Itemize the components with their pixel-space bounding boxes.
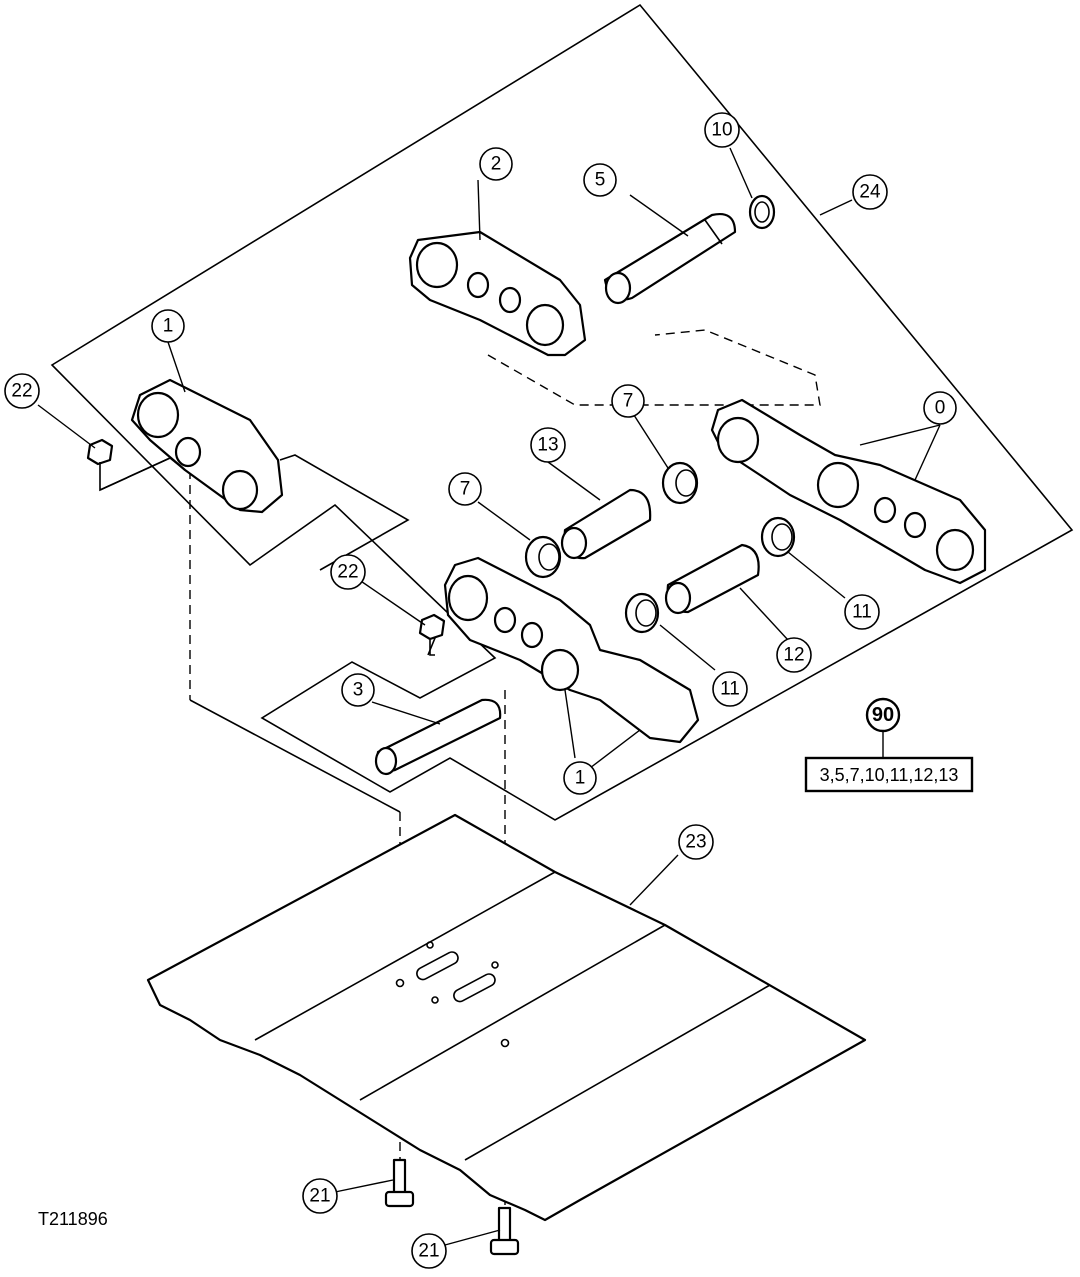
callout-90-kit: 90 <box>865 697 901 733</box>
leader-lines <box>37 147 941 1246</box>
track-link-part-0 <box>710 398 987 585</box>
svg-text:7: 7 <box>460 479 471 500</box>
svg-text:13: 13 <box>537 435 558 456</box>
svg-text:90: 90 <box>872 704 894 726</box>
kit-contents-box <box>804 756 974 793</box>
callout-24: 24 <box>852 174 888 210</box>
svg-text:12: 12 <box>783 645 804 666</box>
nut-part-22-upper <box>86 438 114 466</box>
callout-2: 2 <box>479 147 513 181</box>
track-link-part-1-upper <box>130 378 284 514</box>
bushing-part-13 <box>560 488 652 560</box>
callout-12: 12 <box>776 637 812 673</box>
kit-contents-text: 3,5,7,10,11,12,13 <box>820 765 959 785</box>
assembly-boundary <box>50 3 1074 821</box>
guide-line-left-bend <box>189 699 401 813</box>
svg-text:21: 21 <box>309 1186 330 1207</box>
track-link-part-1-lower <box>443 556 700 744</box>
track-shoe-part-23 <box>146 813 867 1222</box>
svg-text:1: 1 <box>163 316 174 337</box>
callout-21-left: 21 <box>302 1178 338 1214</box>
svg-text:3: 3 <box>353 680 364 701</box>
nut-part-22-lower <box>418 613 446 641</box>
ring-part-11-left <box>624 592 660 634</box>
bolt-part-21-right <box>489 1206 520 1256</box>
bolt-part-21-left <box>384 1158 415 1208</box>
callout-11-right: 11 <box>844 594 880 630</box>
callout-3: 3 <box>341 673 375 707</box>
svg-text:11: 11 <box>852 602 872 623</box>
callout-0: 0 <box>923 391 957 425</box>
callout-22-lower: 22 <box>330 554 366 590</box>
track-link-part-2 <box>408 230 587 357</box>
callout-1-lower: 1 <box>563 761 597 795</box>
svg-text:2: 2 <box>491 154 502 175</box>
bushing-part-12 <box>664 543 760 615</box>
callout-10: 10 <box>704 112 740 148</box>
svg-text:7: 7 <box>623 391 634 412</box>
svg-text:24: 24 <box>859 182 881 203</box>
seal-part-7-upper <box>661 461 699 505</box>
callout-7-lower: 7 <box>448 472 482 506</box>
callout-22-upper: 22 <box>4 373 40 409</box>
svg-text:23: 23 <box>685 832 706 853</box>
svg-text:21: 21 <box>418 1241 439 1262</box>
callout-7-upper: 7 <box>611 384 645 418</box>
svg-text:5: 5 <box>595 170 606 191</box>
figure-id: T211896 <box>38 1209 108 1229</box>
pin-part-3 <box>374 698 502 776</box>
seal-part-7-lower <box>524 535 562 579</box>
callout-1-upper: 1 <box>151 309 185 343</box>
callout-13: 13 <box>530 427 566 463</box>
pin-part-5 <box>603 213 737 305</box>
sub-outline-link2 <box>279 454 410 571</box>
snap-ring-part-10 <box>748 194 776 230</box>
dashed-outline-top <box>487 329 821 406</box>
svg-text:0: 0 <box>935 398 946 419</box>
svg-text:22: 22 <box>11 381 32 402</box>
callout-23: 23 <box>678 824 714 860</box>
callout-21-right: 21 <box>411 1233 447 1269</box>
ring-part-11-right <box>760 516 796 558</box>
callout-5: 5 <box>583 163 617 197</box>
callout-11-left: 11 <box>712 671 748 707</box>
svg-text:22: 22 <box>337 562 358 583</box>
svg-text:10: 10 <box>711 120 732 141</box>
svg-text:1: 1 <box>575 768 586 789</box>
svg-text:11: 11 <box>720 679 740 700</box>
